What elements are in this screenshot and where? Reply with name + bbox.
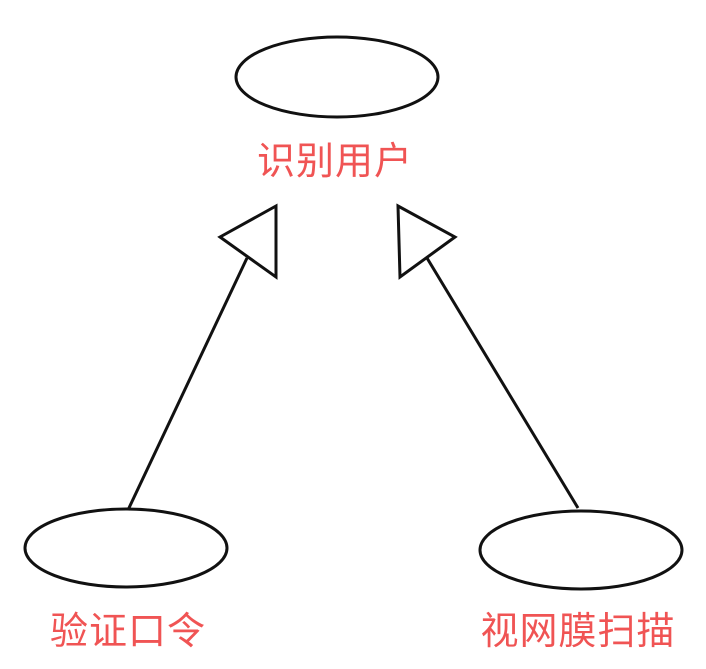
use-case-identify-user[interactable] [234,35,440,119]
use-case-verify-password[interactable] [23,507,229,589]
generalization-line-right [425,257,580,509]
generalization-arrowhead-right-icon [396,203,458,280]
label-verify-password: 验证口令 [49,609,207,653]
label-identify-user: 识别用户 [256,139,414,183]
use-case-retina-scan[interactable] [478,509,684,591]
label-retina-scan: 视网膜扫描 [480,609,676,653]
generalization-arrowhead-left-icon [217,203,278,280]
generalization-line-left [126,257,249,511]
